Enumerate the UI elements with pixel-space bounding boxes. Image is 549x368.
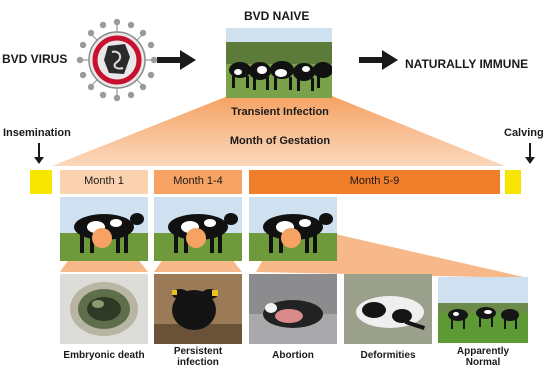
segment-month-1-4-label: Month 1-4 <box>173 175 223 187</box>
timeline-end-marker <box>505 170 521 194</box>
segment-month-1-4-bar <box>154 170 242 194</box>
outcome-label-embryonic-death: Embryonic death <box>63 350 145 361</box>
cow-photo-month-5-9 <box>249 197 337 261</box>
arrow-right-icon <box>359 50 398 70</box>
cow-photo-month-1-4 <box>154 197 242 261</box>
naive-label: BVD NAIVE <box>244 9 310 23</box>
calving-label: Calving <box>504 127 544 139</box>
outcome-label-normal-line2: Normal <box>465 357 501 368</box>
outcome-photo-deformities <box>344 274 432 344</box>
outcome-label-normal-line1: Apparently <box>456 346 510 357</box>
outcome-photo-embryonic-death <box>60 274 148 344</box>
outcome-photo-persistent-infection <box>154 274 242 344</box>
fetus-dot-icon <box>186 228 206 248</box>
transient-infection-label: Transient Infection <box>231 106 329 118</box>
fetus-dot-icon <box>92 228 112 248</box>
segment-month-5-9-bar <box>249 170 500 194</box>
outcome-photo-abortion <box>249 274 337 344</box>
outcome-label-abortion: Abortion <box>272 350 314 361</box>
virus-particle-icon <box>76 18 158 102</box>
gestation-label: Month of Gestation <box>229 135 331 147</box>
outcome-label-deformities: Deformities <box>360 350 416 361</box>
arrow-right-icon <box>157 50 196 70</box>
virus-label: BVD VIRUS <box>2 52 68 66</box>
segment-month-1-bar <box>60 170 148 194</box>
segment-month-5-9-label: Month 5-9 <box>349 175 400 187</box>
timeline-start-marker <box>30 170 52 194</box>
insemination-label: Insemination <box>3 127 71 139</box>
arrow-down-icon <box>525 143 535 164</box>
outcome-label-persistent-line2: infection <box>177 357 219 368</box>
fetus-dot-icon <box>281 228 301 248</box>
immune-label: NATURALLY IMMUNE <box>405 57 529 71</box>
arrow-down-icon <box>34 143 44 164</box>
naive-herd-photo <box>226 28 332 98</box>
outcome-label-persistent-line1: Persistent <box>173 346 223 357</box>
segment-month-1-label: Month 1 <box>84 175 124 187</box>
outcome-photo-apparently-normal <box>438 277 528 343</box>
